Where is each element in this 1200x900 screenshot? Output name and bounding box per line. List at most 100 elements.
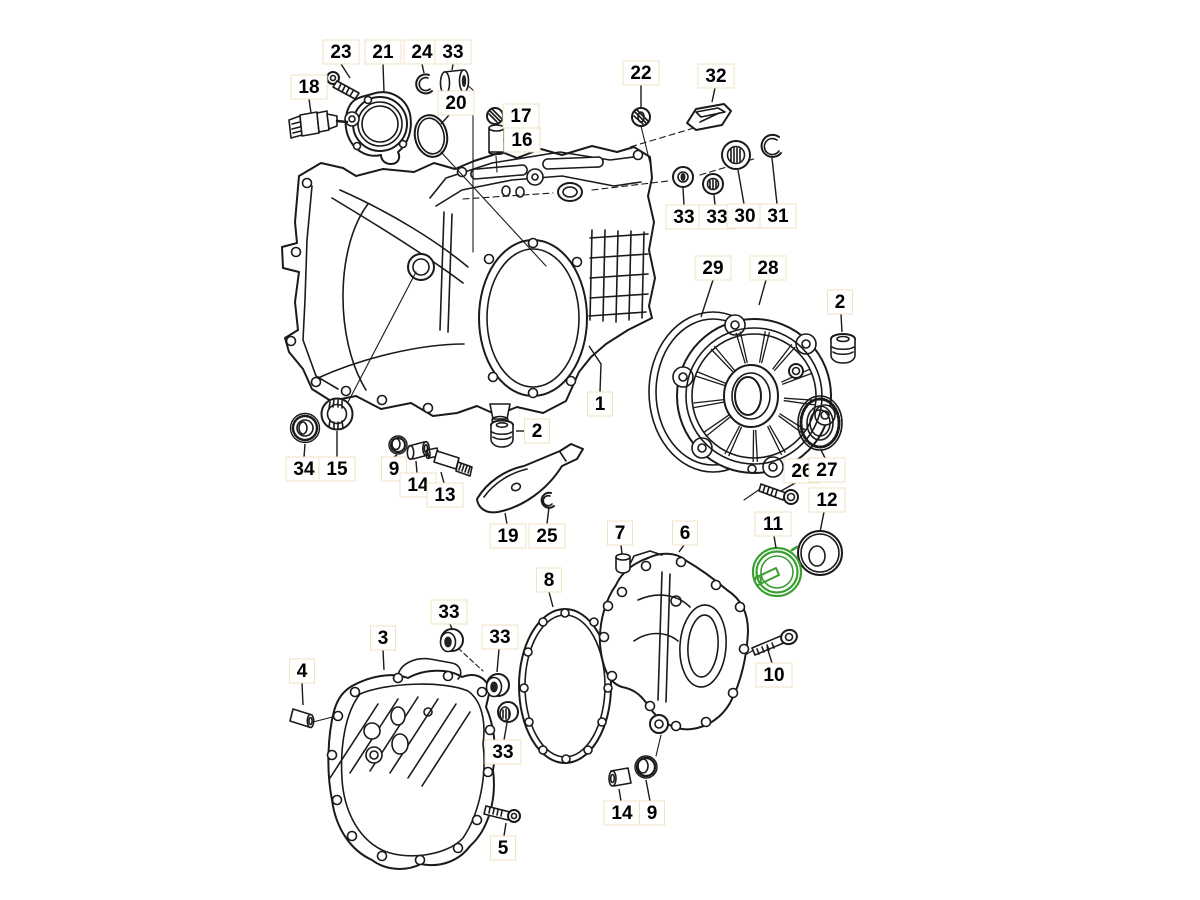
part-number-text: 15 (326, 459, 348, 480)
part-number-text: 22 (630, 63, 651, 84)
part-label-7[interactable]: 7 (607, 520, 633, 555)
part-label-8[interactable]: 8 (536, 567, 562, 608)
leader-line (382, 63, 385, 93)
label-box (587, 391, 613, 417)
part-number-text: 33 (492, 742, 513, 763)
part-label-9-2[interactable]: 9 (639, 779, 665, 826)
part-number-text: 5 (498, 838, 509, 859)
part-label-24[interactable]: 24 (403, 39, 441, 74)
leader-line (700, 279, 714, 318)
part-label-33-5[interactable]: 33 (481, 624, 519, 673)
part-label-28[interactable]: 28 (749, 255, 787, 306)
label-box (370, 625, 396, 651)
leader-line (449, 623, 453, 630)
part-label-11[interactable]: 11 (754, 511, 792, 549)
part-number-text: 33 (442, 42, 463, 63)
part-label-33[interactable]: 33 (434, 39, 472, 71)
label-box (318, 456, 356, 482)
leader-line (737, 169, 745, 205)
part-side-cover-6 (598, 550, 750, 734)
part-label-13[interactable]: 13 (426, 471, 464, 508)
part-number-text: 13 (434, 485, 455, 506)
part-label-1[interactable]: 1 (587, 345, 613, 417)
part-label-19[interactable]: 19 (489, 512, 527, 549)
part-number-text: 33 (706, 207, 727, 228)
leader-line (645, 779, 651, 802)
part-label-25[interactable]: 25 (528, 506, 566, 549)
part-label-21[interactable]: 21 (364, 39, 402, 93)
part-label-9[interactable]: 9 (381, 454, 407, 482)
part-label-30[interactable]: 30 (726, 169, 764, 229)
label-box (285, 456, 323, 482)
part-needle-bearing-30 (721, 140, 751, 170)
leader-line (308, 98, 312, 114)
part-label-17[interactable]: 17 (502, 103, 540, 129)
part-label-16[interactable]: 16 (503, 127, 541, 153)
label-box (524, 418, 550, 444)
part-label-4[interactable]: 4 (289, 658, 315, 706)
part-bushing-33-bl-a (439, 628, 464, 653)
label-box (481, 624, 519, 650)
part-label-2[interactable]: 2 (827, 289, 853, 333)
part-bolt-26 (758, 483, 799, 505)
part-number-text: 14 (611, 803, 633, 824)
part-number-text: 2 (835, 292, 846, 313)
label-box (484, 739, 522, 765)
leader-line (440, 471, 445, 484)
part-flange-21 (344, 91, 412, 165)
part-nut-9-bottom (634, 755, 658, 779)
part-label-23[interactable]: 23 (322, 39, 360, 79)
part-cap-11-highlighted (751, 545, 803, 598)
part-bolt-10 (751, 628, 798, 656)
leader-line (711, 87, 716, 103)
part-label-14-2[interactable]: 14 (603, 788, 641, 826)
part-label-15[interactable]: 15 (318, 431, 356, 482)
part-label-3[interactable]: 3 (370, 625, 396, 671)
part-label-10[interactable]: 10 (755, 646, 793, 688)
part-number-text: 17 (510, 106, 531, 127)
part-label-2-2[interactable]: 2 (516, 418, 550, 444)
leader-line (758, 279, 767, 306)
part-label-27[interactable]: 27 (808, 449, 846, 483)
part-label-18[interactable]: 18 (290, 74, 328, 114)
part-number-text: 33 (673, 207, 694, 228)
leader-line (451, 63, 454, 71)
part-number-text: 9 (389, 459, 400, 480)
leader-line (588, 345, 602, 393)
label-box (759, 203, 797, 229)
part-label-5[interactable]: 5 (490, 822, 516, 861)
leader-line (301, 682, 304, 706)
part-number-text: 7 (615, 523, 626, 544)
leader-line (820, 449, 826, 459)
leader-line (682, 187, 685, 206)
leader-line (504, 512, 508, 525)
label-box (528, 523, 566, 549)
part-number-text: 27 (816, 460, 837, 481)
part-label-34[interactable]: 34 (285, 443, 323, 482)
part-sleeve-14-bottom (608, 767, 632, 787)
part-bushing-33-bl-c (497, 701, 519, 723)
part-number-text: 10 (763, 665, 784, 686)
label-box (503, 127, 541, 153)
part-number-text: 32 (705, 66, 726, 87)
label-box (622, 60, 660, 86)
part-label-33-4[interactable]: 33 (430, 599, 468, 630)
part-label-32[interactable]: 32 (697, 63, 735, 103)
part-label-20[interactable]: 20 (437, 90, 475, 125)
part-label-6[interactable]: 6 (672, 520, 698, 553)
part-number-text: 2 (532, 421, 543, 442)
label-box (381, 456, 407, 482)
leader-line (340, 63, 351, 79)
part-label-33-6[interactable]: 33 (484, 722, 522, 765)
part-bracket-32 (686, 103, 732, 131)
part-label-31[interactable]: 31 (759, 157, 797, 229)
part-label-33-2[interactable]: 33 (665, 187, 703, 230)
leader-line (415, 460, 418, 474)
part-label-29[interactable]: 29 (694, 255, 732, 318)
label-box (808, 487, 846, 513)
part-label-22[interactable]: 22 (622, 60, 660, 107)
part-label-12[interactable]: 12 (808, 487, 846, 533)
leader-line (440, 113, 451, 125)
part-seal-34 (289, 412, 321, 444)
